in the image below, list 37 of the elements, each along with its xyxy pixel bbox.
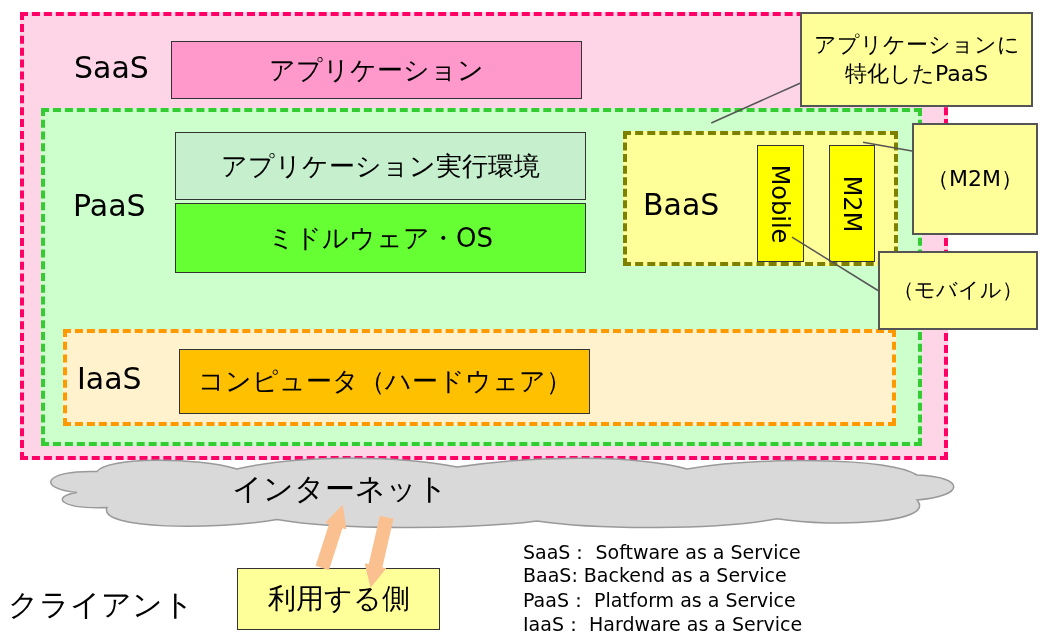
client-box xyxy=(237,568,440,630)
layer-box xyxy=(175,203,586,273)
callout-box xyxy=(878,251,1038,330)
leader-line xyxy=(791,236,879,292)
arrow xyxy=(315,504,347,571)
callout-box xyxy=(800,12,1033,107)
iaas-region xyxy=(63,329,896,426)
node-label: PaaS xyxy=(73,188,146,223)
node-label: SaaS xyxy=(74,50,149,85)
service-box xyxy=(829,145,875,262)
layer-box xyxy=(171,41,582,99)
arrow xyxy=(364,515,394,588)
leader-line xyxy=(862,141,913,152)
node-label: BaaS xyxy=(643,187,720,222)
node-label: 利用する側 xyxy=(267,581,410,617)
client-label: クライアント xyxy=(8,586,194,624)
node-label: Mobile xyxy=(766,164,795,243)
legend-note: BaaS: Backend as a Service xyxy=(523,564,787,586)
node-label: アプリケーション xyxy=(269,53,484,87)
node-label: （M2M） xyxy=(926,164,1024,193)
node-label: コンピュータ（ハードウェア） xyxy=(197,365,572,398)
legend-note: SaaS： Software as a Service xyxy=(523,540,801,565)
node-label: IaaS xyxy=(77,361,142,396)
node-label: アプリケーションに特化したPaaS xyxy=(812,30,1021,88)
node-label: （モバイル） xyxy=(892,276,1024,304)
legend-note: PaaS： Platform as a Service xyxy=(523,588,796,613)
legend-note: IaaS： Hardware as a Service xyxy=(523,612,803,633)
node-label: ミドルウェア・OS xyxy=(268,221,493,255)
callout-box xyxy=(912,123,1038,235)
baas-region xyxy=(623,131,898,266)
layer-box xyxy=(175,132,586,200)
service-box xyxy=(757,145,804,262)
node-label: M2M xyxy=(838,175,866,232)
layer-box xyxy=(179,349,590,414)
node-label: インターネット xyxy=(232,470,448,508)
leader-line xyxy=(710,82,801,124)
node-label: アプリケーション実行環境 xyxy=(221,149,540,183)
